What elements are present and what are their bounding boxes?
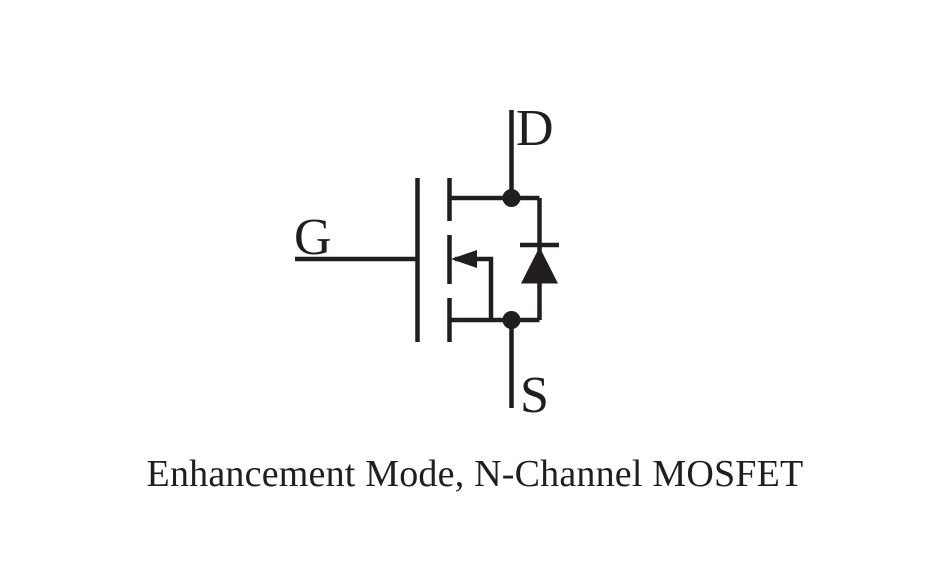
gate-terminal-label: G [294, 209, 332, 266]
figure-caption: Enhancement Mode, N-Channel MOSFET [146, 453, 804, 495]
filled-shapes [451, 189, 558, 329]
diode-anode-triangle [521, 247, 558, 284]
body-arrowhead-icon [451, 250, 477, 268]
drain-terminal-label: D [516, 100, 554, 157]
source-terminal-label: S [520, 367, 549, 424]
source-junction-dot [502, 311, 521, 329]
drain-junction-dot [502, 189, 521, 207]
terminal-labels: D G S [294, 100, 554, 424]
body-lead-wire [455, 256, 494, 320]
mosfet-symbol [295, 110, 559, 408]
